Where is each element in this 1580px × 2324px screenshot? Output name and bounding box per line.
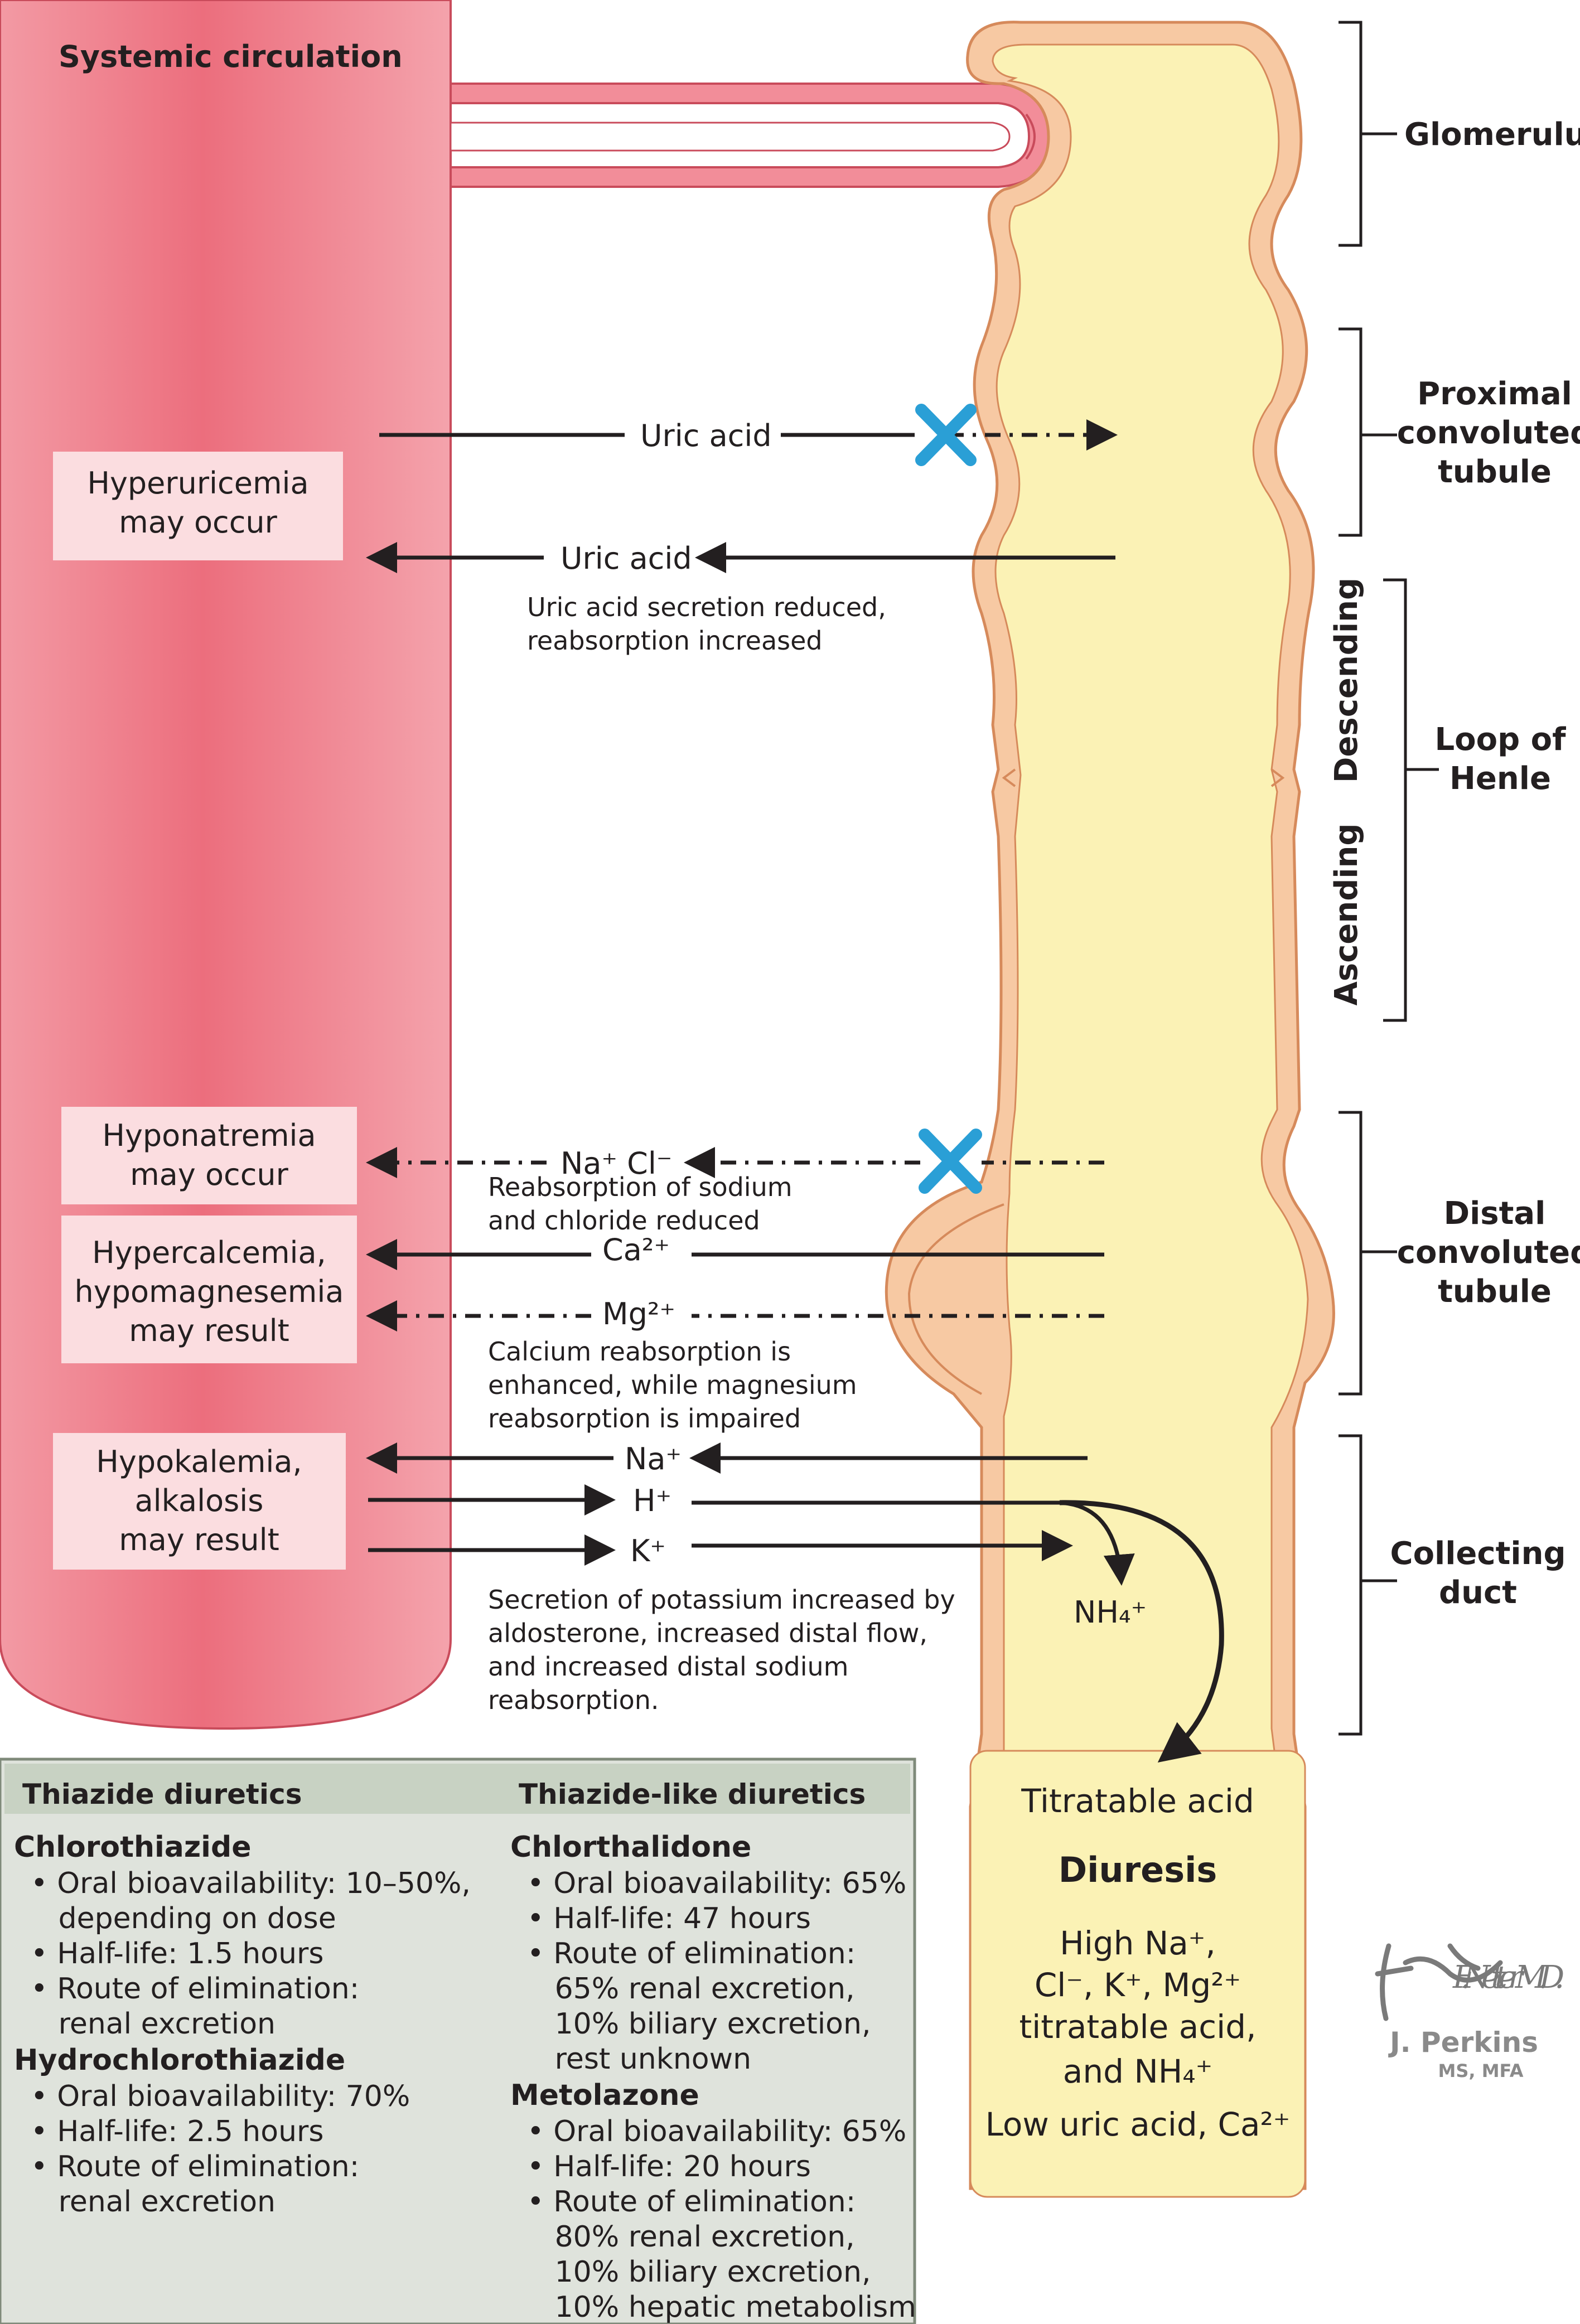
chlorthalidone-name: Chlorthalidone xyxy=(510,1831,751,1864)
systemic-circulation-label: Systemic circulation xyxy=(59,39,403,74)
diuresis-label: Diuresis xyxy=(1059,1849,1217,1890)
ca-label: Ca²⁺ xyxy=(602,1232,670,1267)
hydrochlorothiazide-item-3: • Route of elimination: xyxy=(31,2150,359,2183)
hyperuricemia-line-1: Hyperuricemia xyxy=(87,466,308,501)
hypercalcemia-line-2: hypomagnesemia xyxy=(75,1274,344,1309)
titratable-acid-curved-arrow xyxy=(1059,1500,1224,1763)
metolazone-item-5: 10% biliary excretion, xyxy=(527,2255,871,2289)
k-note-4: reabsorption. xyxy=(488,1685,659,1715)
ca-mg-note-3: reabsorption is impaired xyxy=(488,1403,801,1434)
hyponatremia-line-1: Hyponatremia xyxy=(102,1118,316,1153)
ca-mg-note-1: Calcium reabsorption is xyxy=(488,1337,791,1367)
nacl-label: Na⁺ Cl⁻ xyxy=(561,1146,672,1181)
hydrochlorothiazide-item-4: renal excretion xyxy=(31,2185,276,2219)
distal-line-3: tubule xyxy=(1438,1274,1552,1310)
result-line-3: titratable acid, xyxy=(1019,2008,1256,2046)
metolazone-name: Metolazone xyxy=(510,2079,699,2112)
collecting-line-2: duct xyxy=(1439,1575,1517,1611)
nh4-label: NH₄⁺ xyxy=(1074,1595,1147,1630)
distal-line-1: Distal xyxy=(1444,1195,1546,1232)
na-label: Na⁺ xyxy=(625,1441,682,1476)
hydrochlorothiazide-item-1: • Oral bioavailability: 70% xyxy=(31,2080,410,2113)
hypercalcemia-line-1: Hypercalcemia, xyxy=(92,1235,326,1270)
hyperuricemia-line-2: may occur xyxy=(119,505,277,540)
uric-note-1: Uric acid secretion reduced, xyxy=(527,592,886,622)
block-x-icon-2 xyxy=(919,1129,982,1194)
distal-line-2: convoluted xyxy=(1397,1234,1580,1271)
ascending-label: Ascending xyxy=(1328,824,1365,1006)
ca-mg-note-2: enhanced, while magnesium xyxy=(488,1370,857,1400)
k-note-3: and increased distal sodium xyxy=(488,1652,849,1682)
thiazide-like-header: Thiazide-like diuretics xyxy=(519,1778,866,1810)
chlorthalidone-item-5: 10% biliary excretion, xyxy=(527,2007,871,2041)
chlorothiazide-item-4: • Route of elimination: xyxy=(31,1972,359,2006)
netter-signature-logo: F. Netter M.D. xyxy=(1375,1943,1564,2021)
hyperuricemia-box: Hyperuricemia may occur xyxy=(53,452,343,560)
loop-line-2: Henle xyxy=(1449,761,1551,797)
hyponatremia-box: Hyponatremia may occur xyxy=(61,1107,357,1204)
block-x-icon xyxy=(915,404,977,466)
metolazone-item-6: 10% hepatic metabolism xyxy=(527,2291,916,2324)
h-label: H⁺ xyxy=(633,1483,671,1518)
hypokalemia-line-1: Hypokalemia, xyxy=(96,1444,302,1479)
chlorthalidone-item-3: • Route of elimination: xyxy=(527,1937,856,1970)
segment-brackets xyxy=(1339,21,1439,1736)
descending-label: Descending xyxy=(1328,578,1365,783)
chlorthalidone-item-4: 65% renal excretion, xyxy=(527,1972,855,2006)
proximal-line-1: Proximal xyxy=(1417,376,1572,412)
chlorothiazide-item-1: • Oral bioavailability: 10–50%, xyxy=(31,1867,471,1900)
k-note-2: aldosterone, increased distal flow, xyxy=(488,1618,927,1648)
k-note-1: Secretion of potassium increased by xyxy=(488,1585,955,1615)
chlorothiazide-item-3: • Half-life: 1.5 hours xyxy=(31,1937,324,1970)
thiazide-header: Thiazide diuretics xyxy=(22,1778,302,1810)
proximal-line-2: convoluted xyxy=(1397,415,1580,451)
hydrochlorothiazide-item-2: • Half-life: 2.5 hours xyxy=(31,2115,324,2148)
hypokalemia-line-2: alkalosis xyxy=(135,1483,264,1518)
hydrochlorothiazide-name: Hydrochlorothiazide xyxy=(14,2044,345,2077)
hypercalcemia-line-3: may result xyxy=(129,1313,289,1348)
titratable-acid-label: Titratable acid xyxy=(1021,1782,1254,1820)
artist-degree: MS, MFA xyxy=(1438,2060,1524,2081)
metolazone-item-1: • Oral bioavailability: 65% xyxy=(527,2115,906,2148)
hypokalemia-box: Hypokalemia, alkalosis may result xyxy=(53,1433,346,1570)
chlorothiazide-item-2: depending on dose xyxy=(31,1902,336,1935)
hyponatremia-line-2: may occur xyxy=(130,1157,288,1192)
chlorothiazide-name: Chlorothiazide xyxy=(14,1831,251,1864)
uric-acid-reabsorption-label: Uric acid xyxy=(561,541,692,576)
uric-note-2: reabsorption increased xyxy=(527,626,823,656)
uric-acid-secretion-label: Uric acid xyxy=(640,418,772,453)
chlorthalidone-item-2: • Half-life: 47 hours xyxy=(527,1902,811,1935)
nacl-note-1: Reabsorption of sodium xyxy=(488,1172,793,1202)
proximal-line-3: tubule xyxy=(1438,454,1552,490)
metolazone-item-3: • Route of elimination: xyxy=(527,2185,856,2219)
k-label: K⁺ xyxy=(630,1533,666,1568)
result-line-4: and NH₄⁺ xyxy=(1063,2052,1212,2090)
loop-line-1: Loop of xyxy=(1434,722,1566,758)
result-line-5: Low uric acid, Ca²⁺ xyxy=(985,2105,1291,2143)
netter-signature-text: F. Netter M.D. xyxy=(1452,1959,1564,1996)
result-line-1: High Na⁺, xyxy=(1060,1924,1216,1962)
artist-name: J. Perkins xyxy=(1388,2026,1538,2059)
drug-info-table xyxy=(0,1757,916,2324)
collecting-line-1: Collecting xyxy=(1390,1536,1565,1572)
result-line-2: Cl⁻, K⁺, Mg²⁺ xyxy=(1035,1966,1241,2004)
hypokalemia-line-3: may result xyxy=(119,1522,279,1557)
mg-label: Mg²⁺ xyxy=(602,1296,675,1332)
chlorothiazide-item-5: renal excretion xyxy=(31,2007,276,2041)
chlorthalidone-item-1: • Oral bioavailability: 65% xyxy=(527,1867,906,1900)
metolazone-item-2: • Half-life: 20 hours xyxy=(527,2150,811,2183)
hypercalcemia-box: Hypercalcemia, hypomagnesemia may result xyxy=(61,1216,357,1363)
chlorthalidone-item-6: rest unknown xyxy=(527,2042,751,2076)
metolazone-item-4: 80% renal excretion, xyxy=(527,2220,855,2254)
glomerulus-label: Glomerulus xyxy=(1404,117,1580,153)
nacl-note-2: and chloride reduced xyxy=(488,1205,760,1236)
